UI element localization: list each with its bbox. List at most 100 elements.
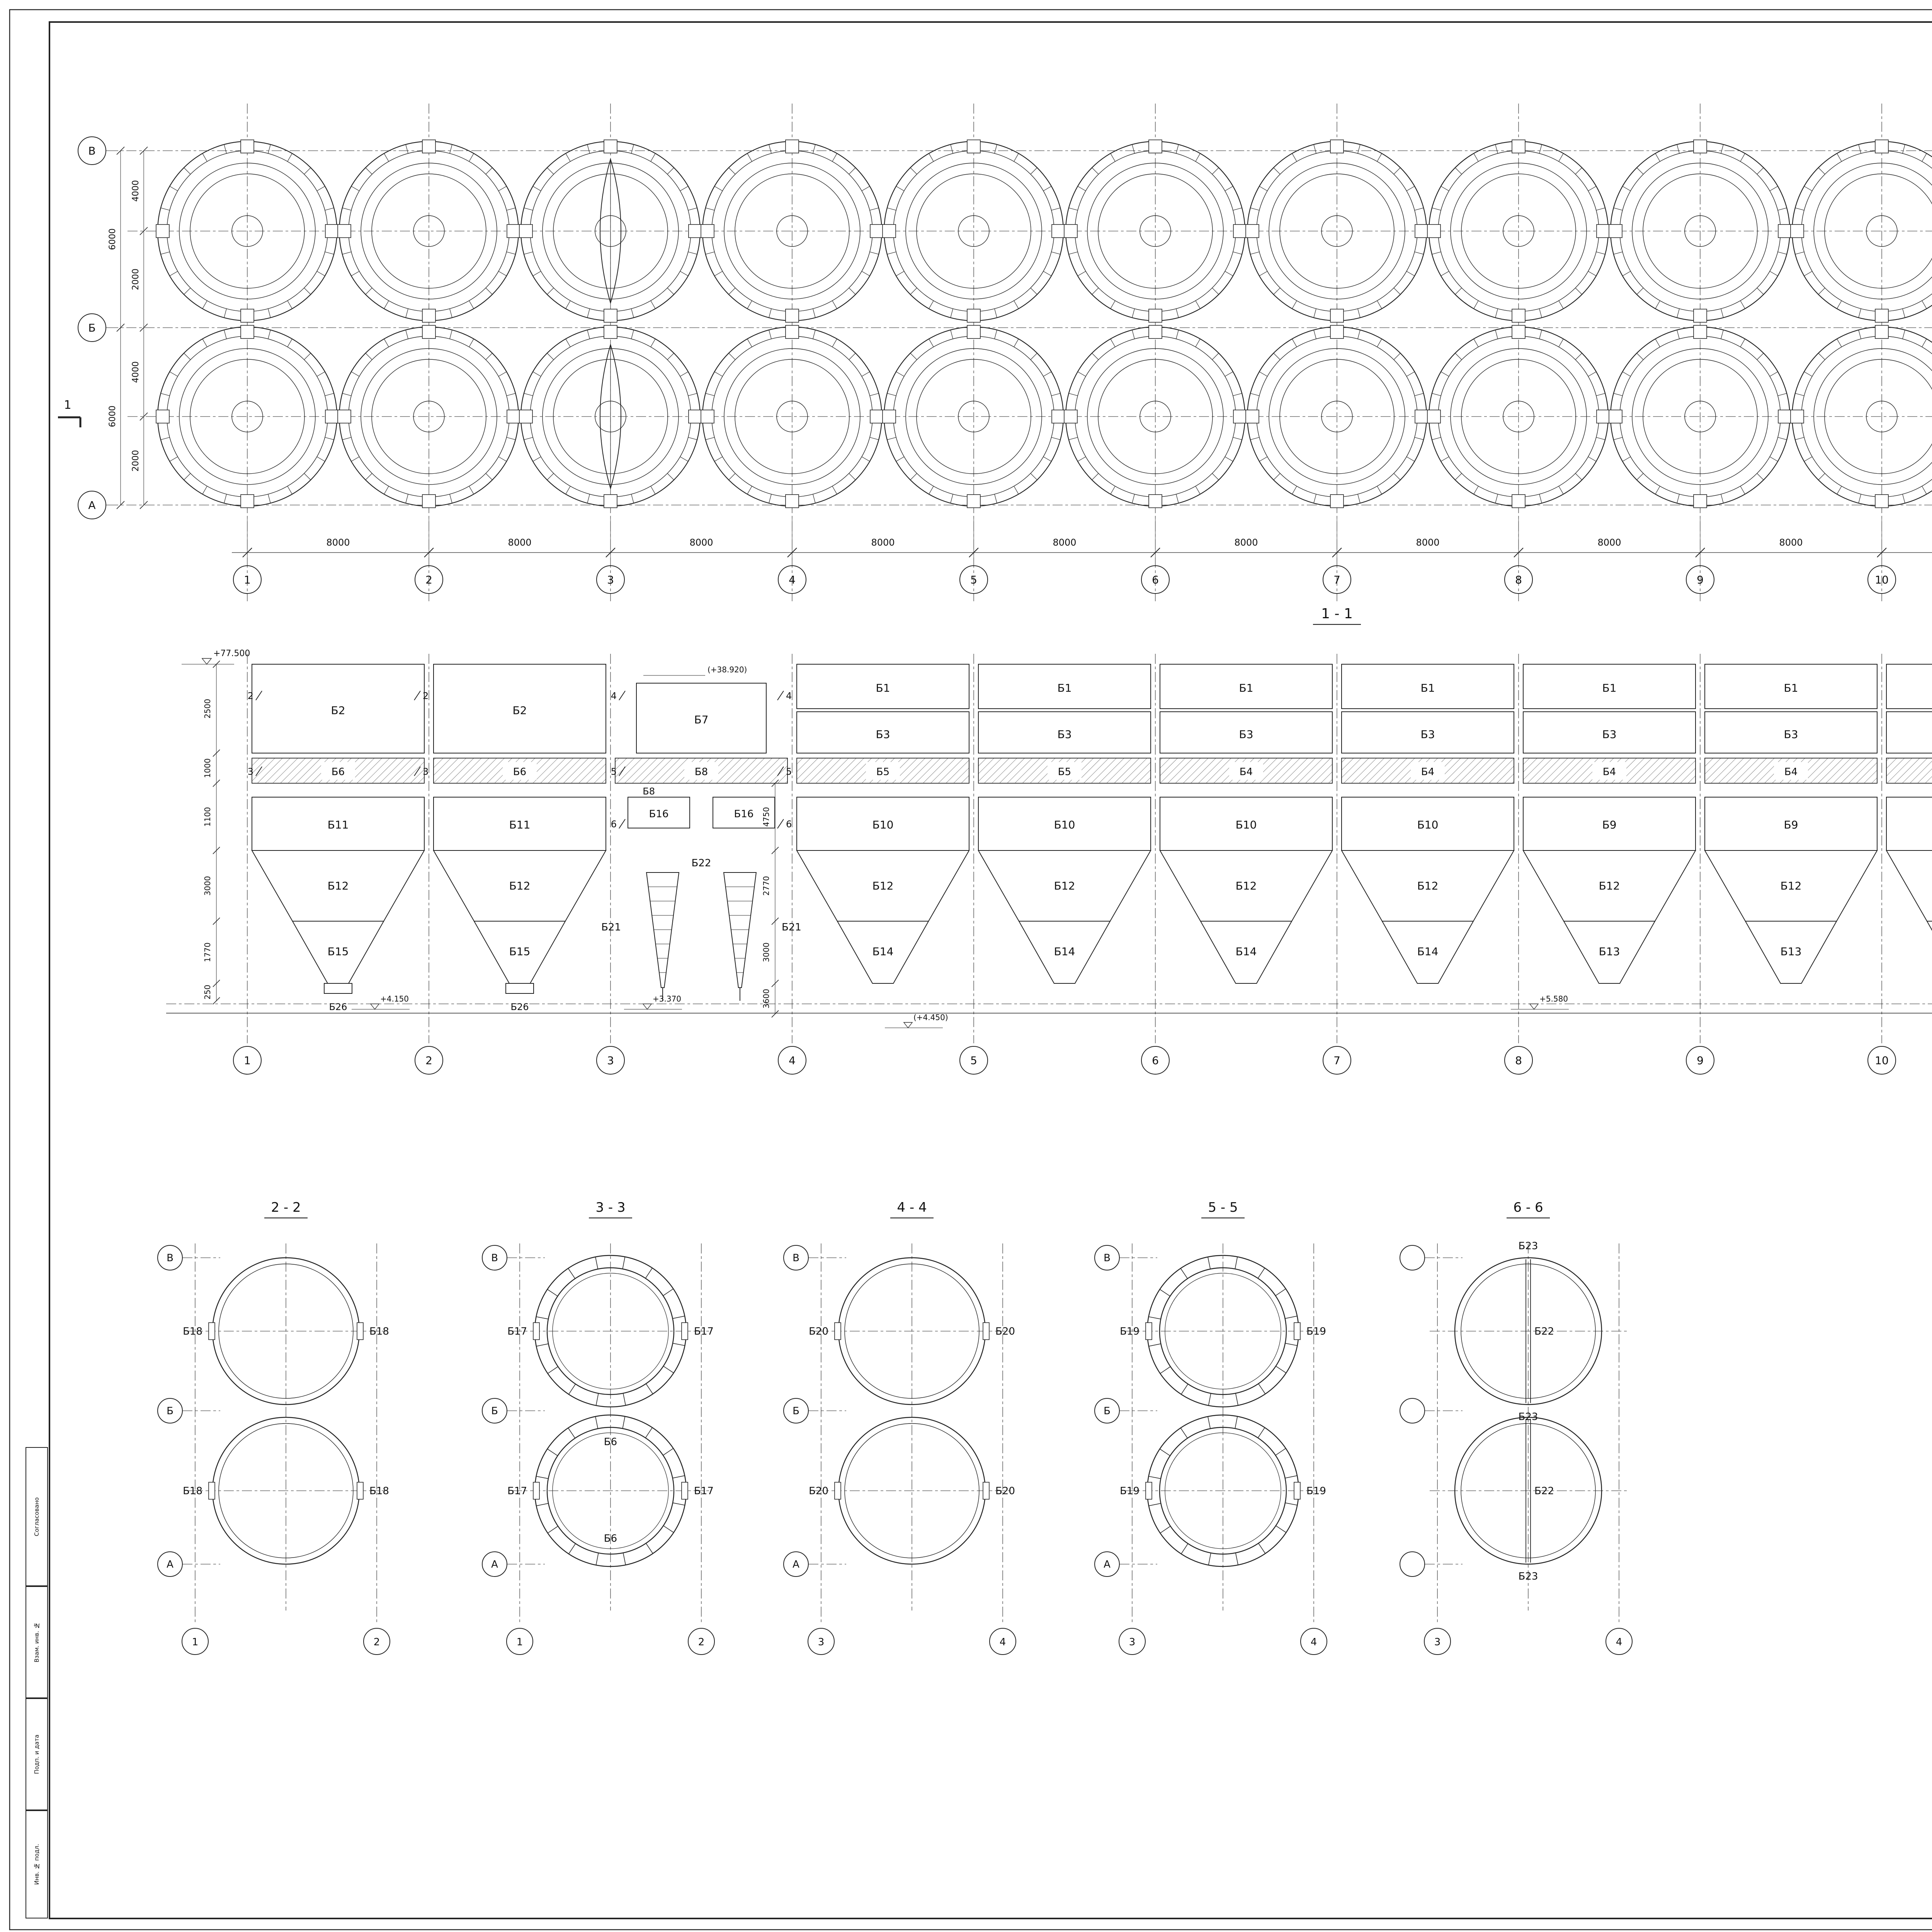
line <box>1877 548 1887 558</box>
lug <box>422 309 436 323</box>
line <box>910 473 917 480</box>
element-mark: Б8 <box>695 766 708 778</box>
line <box>268 308 271 318</box>
rect <box>978 711 1151 753</box>
lug <box>967 309 981 323</box>
axis-letter: В <box>167 1252 173 1264</box>
line <box>1176 308 1179 318</box>
element-mark: Б14 <box>1236 945 1257 958</box>
circle <box>1686 565 1714 594</box>
line <box>405 144 408 154</box>
line <box>365 473 372 480</box>
elevation-symbol <box>201 658 212 665</box>
dimension-label: 4000 <box>131 361 141 383</box>
circle <box>190 173 305 289</box>
line <box>994 494 997 503</box>
circle <box>844 1423 980 1558</box>
circle <box>916 359 1031 474</box>
lug <box>1415 410 1429 423</box>
line <box>224 308 227 318</box>
line <box>680 371 689 377</box>
line <box>1030 353 1037 360</box>
lug <box>240 494 254 508</box>
line <box>139 412 148 421</box>
element-mark: Б5 <box>1058 766 1071 778</box>
circle <box>1632 163 1769 299</box>
lug <box>1427 410 1441 423</box>
element-mark: Б15 <box>509 945 531 958</box>
line <box>536 1503 549 1506</box>
line <box>1588 456 1597 462</box>
line <box>1721 144 1724 154</box>
line <box>1077 186 1086 191</box>
line <box>524 207 533 211</box>
line <box>929 338 934 347</box>
line <box>384 153 389 162</box>
cut-mark: 6 <box>786 819 792 830</box>
line <box>1539 308 1542 318</box>
line <box>1539 330 1542 339</box>
line <box>1068 252 1078 255</box>
line <box>595 1553 599 1565</box>
line <box>849 287 856 295</box>
line <box>565 153 571 162</box>
lug <box>519 224 533 238</box>
line <box>1250 207 1260 211</box>
lug <box>785 494 799 508</box>
label-chip <box>684 762 718 780</box>
element-mark: Б6 <box>604 1533 617 1544</box>
line <box>631 308 634 318</box>
element-mark: Б1 <box>1602 682 1616 694</box>
span-dimension: 8000 <box>871 537 895 548</box>
lug <box>325 410 339 423</box>
line <box>869 207 879 211</box>
line <box>1259 271 1268 276</box>
circle <box>231 215 263 247</box>
line <box>1212 287 1219 295</box>
line <box>1132 144 1135 154</box>
line <box>1235 1553 1238 1565</box>
line <box>813 144 816 154</box>
line <box>351 271 360 276</box>
line <box>547 287 554 295</box>
line <box>449 308 452 318</box>
span-dimension: 8000 <box>508 537 531 548</box>
line <box>342 252 352 255</box>
line <box>1195 486 1201 495</box>
line <box>832 338 837 347</box>
line <box>1804 186 1813 191</box>
line <box>1455 353 1462 360</box>
circle <box>179 163 316 299</box>
hopper-cone <box>1745 921 1837 984</box>
lug <box>1064 224 1078 238</box>
line <box>1292 300 1297 309</box>
line <box>287 300 293 309</box>
circle <box>724 163 861 299</box>
line <box>469 486 474 495</box>
line <box>622 1553 626 1565</box>
line <box>646 1383 653 1394</box>
line <box>255 690 262 701</box>
line <box>1273 167 1281 175</box>
line <box>1495 330 1498 339</box>
line <box>619 690 626 701</box>
line <box>1313 308 1316 318</box>
line <box>595 1393 599 1406</box>
rect <box>796 711 969 753</box>
line <box>1225 456 1233 462</box>
hopper-cone <box>1200 921 1293 984</box>
line <box>869 252 879 255</box>
circle <box>1087 163 1224 299</box>
line <box>536 1343 549 1347</box>
line <box>1473 338 1479 347</box>
line <box>116 501 125 509</box>
axis-number: 4 <box>789 573 796 586</box>
circle <box>190 359 305 474</box>
line <box>1858 308 1861 318</box>
lug <box>1330 325 1344 339</box>
axis-letter: А <box>491 1559 498 1570</box>
line <box>1030 167 1037 175</box>
circle <box>1461 1423 1596 1558</box>
line <box>506 207 516 211</box>
